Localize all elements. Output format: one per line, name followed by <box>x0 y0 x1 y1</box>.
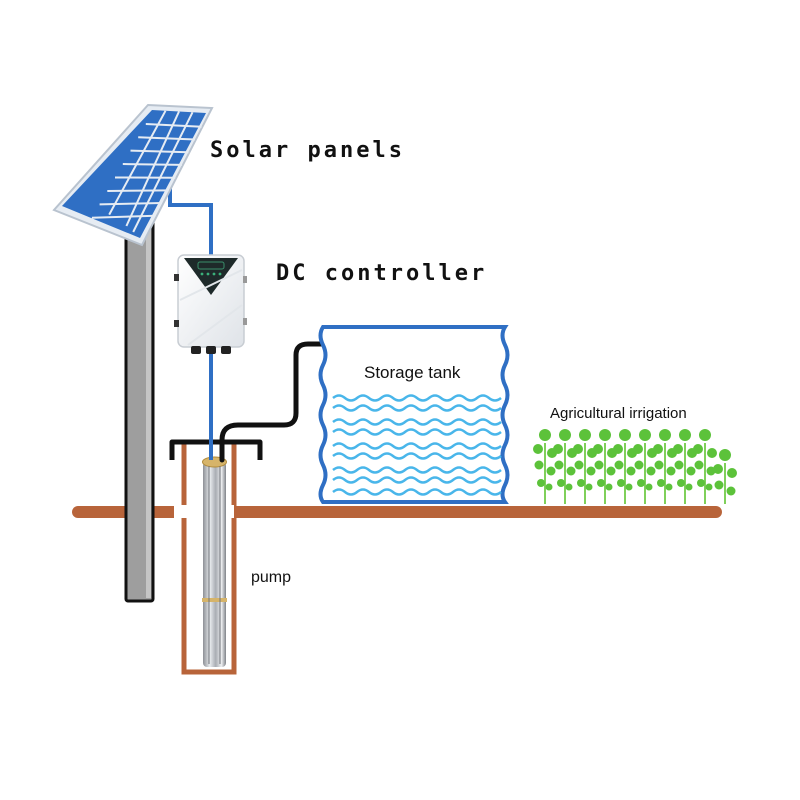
water-wave <box>332 466 502 474</box>
pump-unit <box>202 456 227 667</box>
plant <box>573 429 597 504</box>
ground-line <box>72 506 722 518</box>
storage-tank <box>318 325 510 504</box>
panel-pole <box>124 213 155 603</box>
plant <box>553 429 577 504</box>
label-storage-tank: Storage tank <box>364 363 461 382</box>
water-waves <box>332 394 502 496</box>
plant <box>693 429 717 504</box>
water-wave <box>332 476 502 484</box>
water-wave <box>332 452 502 460</box>
water-wave <box>332 404 502 412</box>
label-pump: pump <box>251 569 291 586</box>
plant <box>673 429 697 504</box>
wellhead-cap <box>169 439 263 460</box>
plant <box>613 429 637 504</box>
water-pipe <box>219 341 349 463</box>
water-wave <box>332 442 502 450</box>
irrigation-plants <box>533 429 737 504</box>
label-agricultural-irrigation: Agricultural irrigation <box>550 405 687 422</box>
plant <box>533 429 557 504</box>
plant <box>713 449 737 504</box>
label-dc-controller: DC controller <box>276 261 487 286</box>
water-wave <box>332 418 502 426</box>
dc-controller <box>174 254 247 354</box>
water-wave <box>332 428 502 436</box>
solar-panel <box>52 103 214 247</box>
plant <box>593 429 617 504</box>
water-wave <box>332 394 502 402</box>
water-wave <box>332 488 502 496</box>
label-solar-panels: Solar panels <box>210 138 405 163</box>
plant <box>653 429 677 504</box>
plant <box>633 429 657 504</box>
